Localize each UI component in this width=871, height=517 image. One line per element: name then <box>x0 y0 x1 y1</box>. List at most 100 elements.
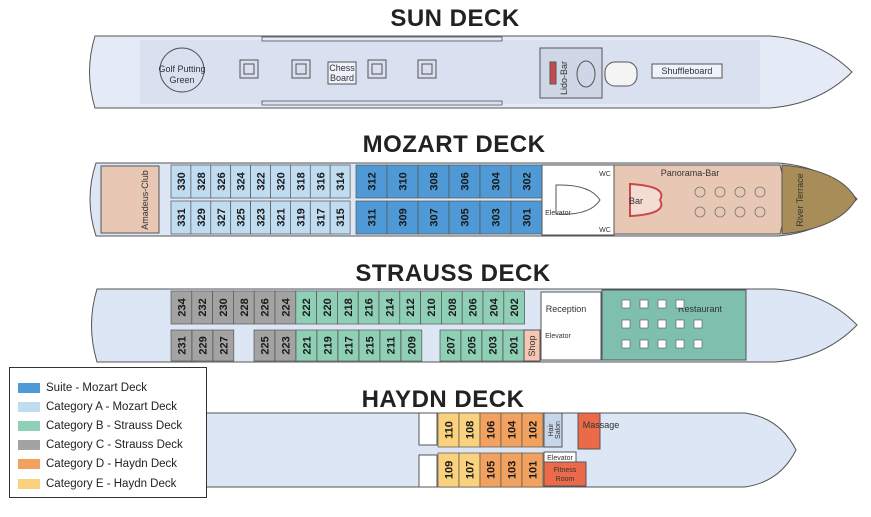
cabin-301[interactable]: 301 <box>510 200 543 235</box>
cabin-number: 226 <box>260 298 272 316</box>
cabin-218[interactable]: 218 <box>337 290 359 325</box>
haydn-deck-title: HAYDN DECK <box>361 386 525 413</box>
cabin-317[interactable]: 317 <box>309 200 331 235</box>
cabin-302[interactable]: 302 <box>510 164 543 199</box>
cabin-326[interactable]: 326 <box>210 164 232 199</box>
cabin-229[interactable]: 229 <box>191 329 214 362</box>
cabin-305[interactable]: 305 <box>448 200 481 235</box>
legend-item: Category D - Haydn Deck <box>18 455 198 474</box>
sun-deck-title: SUN DECK <box>390 5 520 32</box>
cabin-104[interactable]: 104 <box>500 412 523 448</box>
cabin-225[interactable]: 225 <box>253 329 276 362</box>
cabin-number: 310 <box>398 172 410 190</box>
cabin-331[interactable]: 331 <box>170 200 192 235</box>
cabin-number: 319 <box>295 208 307 226</box>
cabin-303[interactable]: 303 <box>479 200 512 235</box>
cabin-202[interactable]: 202 <box>503 290 525 325</box>
cabin-110[interactable]: 110 <box>437 412 460 448</box>
cabin-number: 230 <box>218 298 230 316</box>
legend-item: Category E - Haydn Deck <box>18 474 198 493</box>
cabin-215[interactable]: 215 <box>358 329 381 362</box>
cabin-316[interactable]: 316 <box>309 164 331 199</box>
cabin-304[interactable]: 304 <box>479 164 512 199</box>
cabin-320[interactable]: 320 <box>270 164 291 199</box>
cabin-330[interactable]: 330 <box>170 164 192 199</box>
cabin-224[interactable]: 224 <box>274 290 297 325</box>
cabin-102[interactable]: 102 <box>521 412 544 448</box>
legend-item: Category A - Mozart Deck <box>18 397 198 416</box>
cabin-322[interactable]: 322 <box>250 164 271 199</box>
cabin-314[interactable]: 314 <box>329 164 351 199</box>
cabin-210[interactable]: 210 <box>420 290 442 325</box>
cabin-221[interactable]: 221 <box>295 329 318 362</box>
cabin-106[interactable]: 106 <box>479 412 502 448</box>
cabin-312[interactable]: 312 <box>355 164 388 199</box>
cabin-328[interactable]: 328 <box>190 164 212 199</box>
cabin-307[interactable]: 307 <box>417 200 450 235</box>
cabin-309[interactable]: 309 <box>386 200 419 235</box>
cabin-217[interactable]: 217 <box>337 329 360 362</box>
sun-deck-chairs <box>261 36 503 106</box>
cabin-223[interactable]: 223 <box>274 329 297 362</box>
cabin-207[interactable]: 207 <box>439 329 462 362</box>
cabin-306[interactable]: 306 <box>448 164 481 199</box>
cabin-232[interactable]: 232 <box>191 290 213 325</box>
cabin-number: 321 <box>275 208 287 226</box>
cabin-216[interactable]: 216 <box>357 290 380 325</box>
cabin-number: 301 <box>522 208 534 226</box>
cabin-219[interactable]: 219 <box>316 329 339 362</box>
cabin-105[interactable]: 105 <box>479 452 502 488</box>
lido-bar-shelter <box>604 61 638 87</box>
cabin-327[interactable]: 327 <box>210 200 232 235</box>
cabin-211[interactable]: 211 <box>379 329 402 362</box>
cabin-230[interactable]: 230 <box>212 290 234 325</box>
cabin-201[interactable]: 201 <box>502 329 525 362</box>
cabin-231[interactable]: 231 <box>170 329 193 362</box>
cabin-319[interactable]: 319 <box>290 200 311 235</box>
cabin-101[interactable]: 101 <box>521 452 544 488</box>
cabin-226[interactable]: 226 <box>253 290 276 325</box>
cabin-321[interactable]: 321 <box>270 200 291 235</box>
cabin-308[interactable]: 308 <box>417 164 450 199</box>
cabin-220[interactable]: 220 <box>316 290 338 325</box>
cabin-234[interactable]: 234 <box>170 290 193 325</box>
cabin-204[interactable]: 204 <box>482 290 505 325</box>
cabin-323[interactable]: 323 <box>250 200 271 235</box>
cabin-box <box>417 164 450 199</box>
cabin-206[interactable]: 206 <box>461 290 484 325</box>
cabin-329[interactable]: 329 <box>190 200 212 235</box>
bar-label: Bar <box>629 196 643 206</box>
cabin-228[interactable]: 228 <box>233 290 255 325</box>
legend-label: Category D - Haydn Deck <box>46 458 178 471</box>
cabin-box <box>521 452 544 488</box>
cabin-318[interactable]: 318 <box>290 164 311 199</box>
cabin-324[interactable]: 324 <box>230 164 251 199</box>
cabin-number: 315 <box>335 208 347 226</box>
cabin-number: 215 <box>364 336 376 354</box>
cabin-214[interactable]: 214 <box>378 290 401 325</box>
cabin-325[interactable]: 325 <box>230 200 251 235</box>
cabin-203[interactable]: 203 <box>481 329 504 362</box>
cabin-109[interactable]: 109 <box>437 452 460 488</box>
haydn-service-area-top <box>418 412 438 446</box>
cabin-205[interactable]: 205 <box>460 329 483 362</box>
cabin-227[interactable]: 227 <box>212 329 235 362</box>
bar-counter <box>629 182 663 218</box>
cabin-103[interactable]: 103 <box>500 452 523 488</box>
cabin-212[interactable]: 212 <box>399 290 421 325</box>
reception-area <box>540 291 602 361</box>
cabin-311[interactable]: 311 <box>355 200 388 235</box>
cabin-208[interactable]: 208 <box>441 290 463 325</box>
legend-swatch <box>18 382 40 393</box>
legend-label: Category C - Strauss Deck <box>46 439 183 452</box>
chess-label-line1: Chess <box>329 63 355 73</box>
cabin-107[interactable]: 107 <box>458 452 481 488</box>
cabin-222[interactable]: 222 <box>295 290 317 325</box>
cabin-315[interactable]: 315 <box>329 200 351 235</box>
cabin-108[interactable]: 108 <box>458 412 481 448</box>
cabin-310[interactable]: 310 <box>386 164 419 199</box>
cabin-209[interactable]: 209 <box>400 329 423 362</box>
cabin-number: 103 <box>507 461 519 479</box>
cabin-number: 228 <box>239 298 251 316</box>
